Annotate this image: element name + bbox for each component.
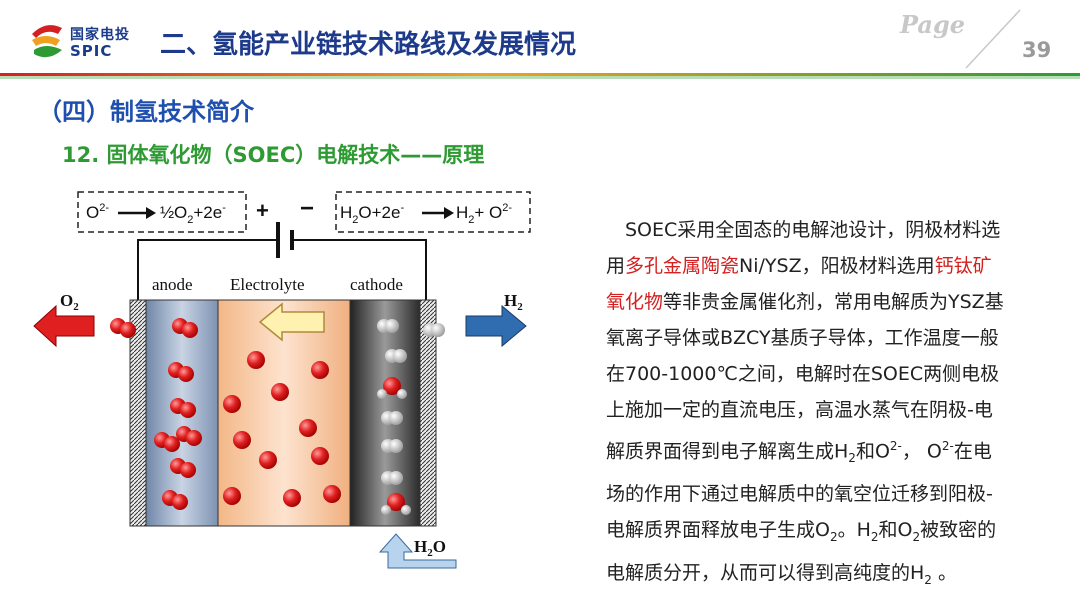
svg-text:½: ½: [160, 203, 174, 222]
o2-output-arrow-icon: [33, 304, 95, 348]
electrolyte-label: Electrolyte: [230, 275, 305, 294]
page-number: 39: [1022, 38, 1052, 62]
para-line: 电解质分开，从而可以得到高纯度的H2 。: [606, 561, 957, 587]
h2-output-arrow-icon: [465, 304, 527, 348]
logo-text-cn: 国家电投: [70, 27, 130, 43]
svg-text:H2O+2e-: H2O+2e-: [340, 202, 404, 226]
oxide-ions: [223, 351, 341, 507]
para-line: 场的作用下通过电解质中的氧空位迁移到阳极-: [606, 483, 993, 506]
para-line: 上施加一定的直流电压，高温水蒸气在阴极-电: [606, 399, 993, 421]
para-line: 用多孔金属陶瓷Ni/YSZ，阳极材料选用钙钛矿: [606, 255, 992, 277]
para-line: SOEC采用全固态的电解池设计，阴极材料选: [625, 219, 1001, 241]
logo-text-en: SPIC: [70, 42, 113, 60]
para-line: 在700-1000℃之间，电解时在SOEC两侧电极: [606, 363, 1000, 385]
anode-reaction-box: O2- ½ O2+2e-: [77, 191, 247, 233]
svg-text:H2+ O2-: H2+ O2-: [456, 202, 512, 226]
slide-title: 二、氢能产业链技术路线及发展情况: [160, 30, 577, 60]
page-label: Page: [900, 10, 966, 39]
svg-text:O2+2e-: O2+2e-: [174, 202, 226, 226]
anode-label: anode: [152, 275, 193, 294]
subsection-heading: 12. 固体氧化物（SOEC）电解技术——原理: [62, 143, 485, 167]
svg-text:+: +: [256, 198, 269, 223]
para-line: 氧离子导体或BZCY基质子导体，工作温度一般: [606, 327, 999, 349]
h2-and-h2o-molecules: [377, 319, 445, 515]
h2-output-label: H2: [504, 291, 523, 313]
o2-output-label: O2: [60, 291, 79, 313]
cathode-reaction-box: H2O+2e- H2+ O2-: [335, 191, 531, 233]
svg-text:O2-: O2-: [86, 202, 109, 222]
cathode-current-collector: [419, 299, 437, 527]
para-line: 解质界面得到电子解离生成H2和O2-， O2-在电: [606, 439, 992, 466]
spic-logo-mark-icon: [32, 25, 62, 58]
h2o-input-arrow-icon: [378, 533, 457, 569]
dc-power-source: + −: [137, 195, 427, 302]
para-line: 氧化物等非贵金属催化剂，常用电解质为YSZ基: [606, 291, 1004, 313]
spic-logo: 国家电投 SPIC: [28, 20, 138, 64]
ion-migration-arrow-icon: [258, 302, 325, 342]
o2-molecules: [110, 318, 202, 510]
cathode-layer: [349, 299, 421, 527]
header-rule: [0, 73, 1080, 79]
h2o-input-label: H2O: [414, 537, 446, 559]
section-heading: （四）制氢技术简介: [38, 98, 254, 126]
highlight-cermet: 多孔金属陶瓷: [625, 255, 740, 277]
cathode-label: cathode: [350, 275, 403, 294]
principle-description: SOEC采用全固态的电解池设计，阴极材料选 用多孔金属陶瓷Ni/YSZ，阳极材料…: [606, 212, 1056, 598]
highlight-oxide: 氧化物: [606, 291, 664, 313]
highlight-perovskite: 钙钛矿: [934, 255, 992, 277]
page-divider-line: [965, 9, 1021, 69]
svg-text:−: −: [300, 195, 314, 222]
para-line: 电解质界面释放电子生成O2。H2和O2被致密的: [606, 519, 997, 544]
soec-principle-diagram: O2- ½ O2+2e- H2O+2e- H2+ O2- + − anode E…: [33, 191, 531, 569]
